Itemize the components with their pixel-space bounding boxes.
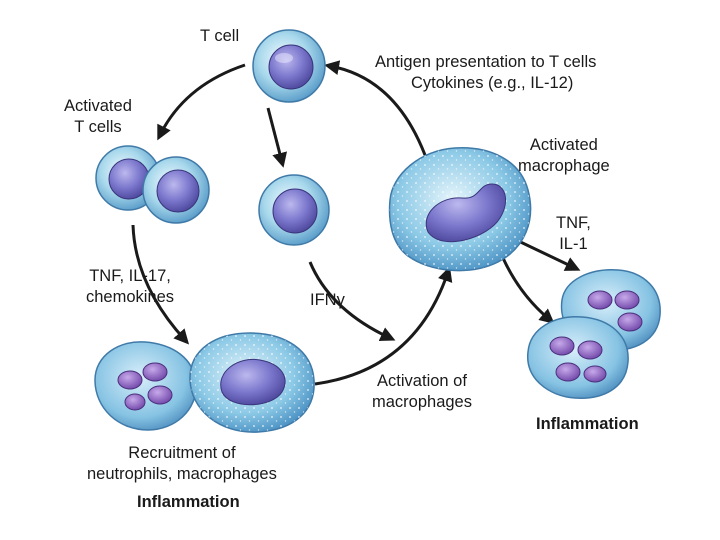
activated-t-cells [95, 145, 210, 224]
neutrophil-right-front [527, 316, 629, 399]
label-tnf-il17-line1: TNF, IL-17, [89, 267, 171, 285]
arrow-macrophage-to-neutrophil-2 [501, 257, 555, 324]
recruited-neutrophil [94, 341, 197, 431]
label-cytokines: Cytokines (e.g., IL-12) [411, 74, 574, 92]
label-activated-t-cells: Activated T cells [64, 96, 132, 138]
label-recruitment-line2: neutrophils, macrophages [87, 465, 277, 483]
label-activated-t-cells-line2: T cells [74, 118, 122, 136]
label-activated-t-cells-line1: Activated [64, 97, 132, 115]
label-tnf-il1-line1: TNF, [556, 214, 591, 232]
label-inflammation-bottom: Inflammation [137, 493, 240, 511]
label-inflammation-right: Inflammation [536, 415, 639, 433]
label-t-cell: T cell [200, 27, 240, 45]
label-activated-macrophage: Activated macrophage [518, 135, 610, 177]
recruited-macrophage [189, 332, 315, 433]
label-activation-line1: Activation of [377, 372, 467, 390]
label-activated-macrophage-line2: macrophage [518, 157, 610, 175]
arrow-ifng-to-activation [308, 261, 396, 341]
label-ifn-gamma: IFNγ [310, 291, 345, 309]
label-activation-of-macrophages: Activation of macrophages [372, 371, 472, 413]
label-tnf-il1-line2: IL-1 [559, 235, 588, 253]
t-cell [252, 29, 326, 103]
arrow-tcell-to-activated [157, 63, 246, 141]
arrow-recruitment-to-macrophage [314, 266, 453, 386]
label-activation-line2: macrophages [372, 393, 472, 411]
label-tnf-il17: TNF, IL-17, chemokines [86, 266, 174, 308]
arrow-tcell-to-effector [266, 107, 288, 168]
arrow-activated-to-recruitment [131, 224, 190, 345]
label-tnf-il17-line2: chemokines [86, 288, 175, 306]
effector-t-cell [258, 174, 330, 246]
label-recruitment-line1: Recruitment of [128, 444, 236, 462]
label-recruitment: Recruitment of neutrophils, macrophages [87, 443, 277, 485]
label-tnf-il1: TNF, IL-1 [556, 213, 591, 255]
activated-macrophage [388, 147, 532, 272]
arrow-macrophage-to-tcell [324, 60, 427, 156]
label-activated-macrophage-line1: Activated [529, 136, 598, 154]
label-antigen-presentation: Antigen presentation to T cells [375, 53, 597, 71]
